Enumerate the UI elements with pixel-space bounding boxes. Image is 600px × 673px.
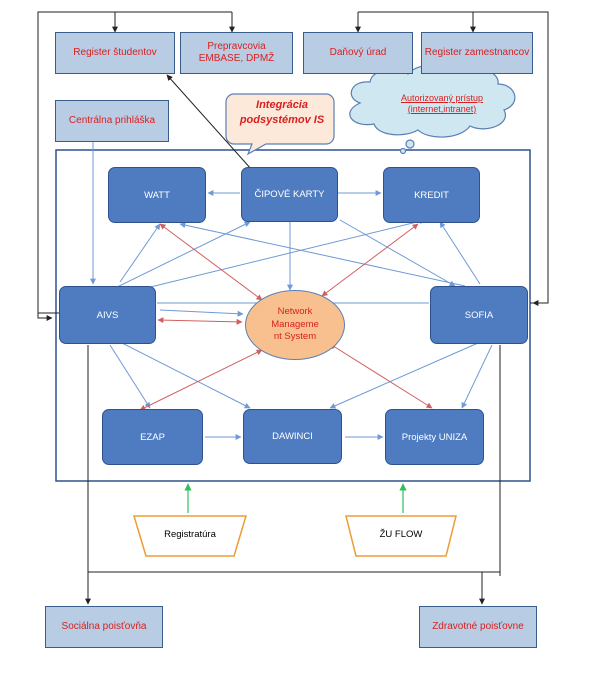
prepravcovia-box: Prepravcovia EMBASE, DPMŽ <box>180 32 293 74</box>
integration-frame <box>55 149 531 482</box>
cloud-line-1: Autorizovaný prístup <box>400 93 484 103</box>
module-watt: WATT <box>108 167 206 223</box>
module-kredit: KREDIT <box>383 167 480 223</box>
nms-line-3: nt System <box>273 331 317 343</box>
external-connectors <box>37 11 549 605</box>
callout-line-1: Integrácia <box>256 99 308 111</box>
module-cipove-karty: ČIPOVÉ KARTY <box>241 167 338 222</box>
cloud-text: Autorizovaný prístup (internet,intranet) <box>382 93 502 115</box>
register-studentov-box: Register študentov <box>55 32 175 74</box>
module-aivs: AIVS <box>59 286 156 344</box>
module-sofia: SOFIA <box>430 286 528 344</box>
module-projekty-uniza: Projekty UNIZA <box>385 409 484 465</box>
callout-line-2: podsystémov IS <box>239 113 325 126</box>
module-dawinci: DAWINCI <box>243 409 342 464</box>
network-management-system: Network Manageme nt System <box>245 290 345 360</box>
nms-line-2: Manageme <box>271 318 319 330</box>
red-connectors <box>139 223 433 411</box>
socialna-poistovna-box: Sociálna poisťovňa <box>45 606 163 648</box>
centralna-prihlaska-box: Centrálna prihláška <box>55 100 169 142</box>
callout-shape <box>225 93 335 156</box>
zdravotne-poistovne-box: Zdravotné poisťovne <box>419 606 537 648</box>
callout-text: Integrácia podsystémov IS <box>230 98 334 128</box>
nms-line-1: Network <box>277 306 313 318</box>
module-ezap: EZAP <box>102 409 203 465</box>
registratura-label: Registratúra <box>164 529 216 540</box>
cloud-line-2: (internet,intranet) <box>407 103 477 114</box>
danovy-urad-box: Daňový úrad <box>303 32 413 74</box>
register-zamestnancov-box: Register zamestnancov <box>421 32 533 74</box>
zu-flow-label: ŽU FLOW <box>379 529 423 540</box>
zu-flow-shape <box>345 515 457 557</box>
registratura-shape <box>132 515 248 557</box>
